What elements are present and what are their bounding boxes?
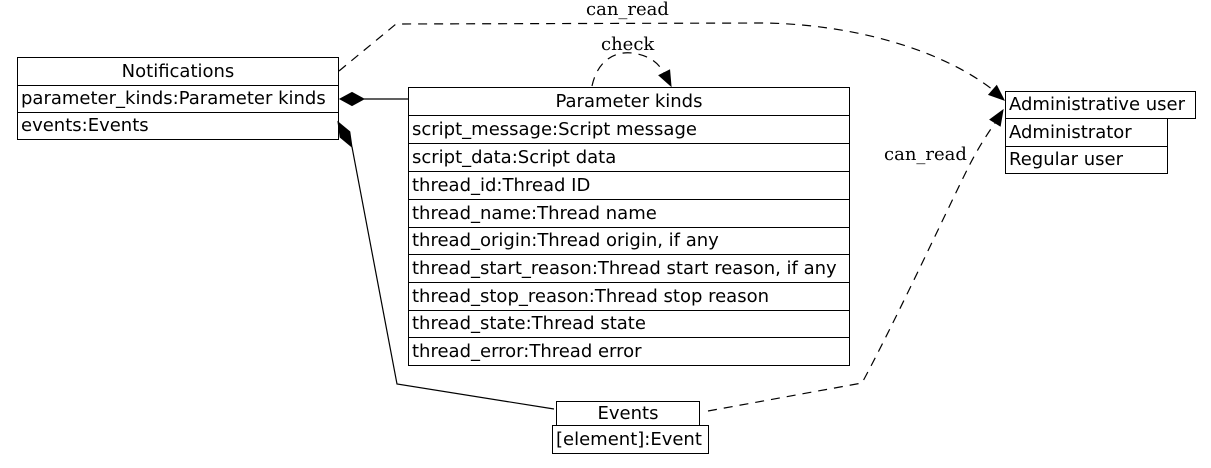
node-parameter-kinds-row-thread-stop-reason: thread_stop_reason:Thread stop reason xyxy=(408,282,850,311)
node-parameter-kinds-row-thread-id: thread_id:Thread ID xyxy=(408,171,850,200)
node-parameter-kinds-row-thread-origin: thread_origin:Thread origin, if any xyxy=(408,227,850,255)
node-users-row-regular-user: Regular user xyxy=(1005,146,1168,174)
diamond-parameter-kinds xyxy=(338,91,366,107)
edge-can-read-top-line xyxy=(338,22,994,91)
arrowhead-can-read-top xyxy=(987,84,1006,101)
node-events-row-element: [element]:Event xyxy=(552,425,709,454)
arrowhead-check xyxy=(658,69,672,88)
edge-label-check: check xyxy=(601,34,655,55)
node-users-title: Administrative user xyxy=(1005,91,1196,119)
node-parameter-kinds-title: Parameter kinds xyxy=(408,87,850,116)
node-notifications-row-parameter-kinds: parameter_kinds:Parameter kinds xyxy=(17,85,339,113)
node-parameter-kinds-row-thread-error: thread_error:Thread error xyxy=(408,337,850,366)
edge-label-can-read-top: can_read xyxy=(586,0,669,20)
edge-label-can-read-right: can_read xyxy=(884,144,967,165)
node-users-row-administrator: Administrator xyxy=(1005,118,1168,147)
edge-check-line xyxy=(591,52,665,87)
node-events-title: Events xyxy=(556,401,700,426)
node-notifications-row-events: events:Events xyxy=(17,112,339,140)
node-parameter-kinds-row-thread-start-reason: thread_start_reason:Thread start reason,… xyxy=(408,254,850,283)
node-parameter-kinds-row-script-data: script_data:Script data xyxy=(408,143,850,172)
node-notifications-title: Notifications xyxy=(17,57,339,86)
node-parameter-kinds-row-script-message: script_message:Script message xyxy=(408,115,850,144)
node-parameter-kinds-row-thread-name: thread_name:Thread name xyxy=(408,199,850,228)
node-parameter-kinds-row-thread-state: thread_state:Thread state xyxy=(408,310,850,338)
diamond-events xyxy=(337,120,353,149)
arrowhead-can-read-right xyxy=(989,108,1004,127)
